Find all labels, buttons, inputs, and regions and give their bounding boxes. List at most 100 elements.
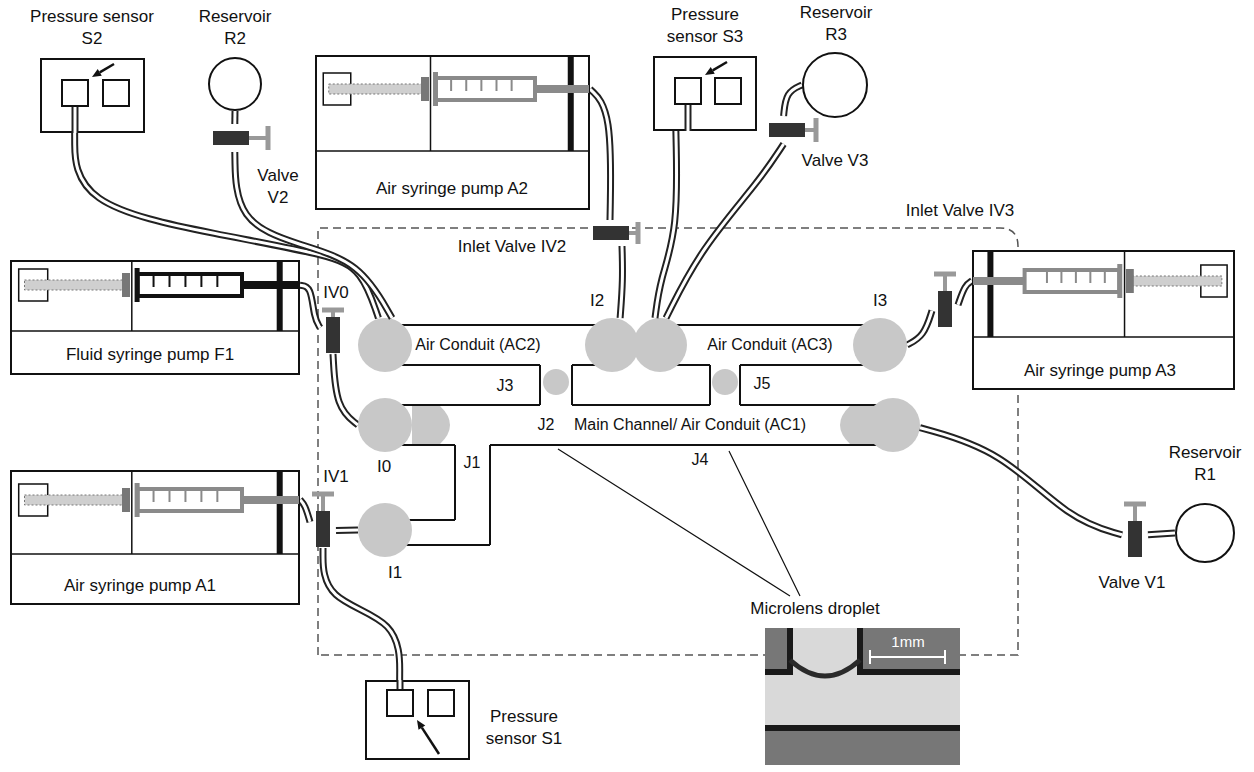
node-shape <box>1175 503 1235 563</box>
tube-connector <box>336 530 358 532</box>
barrel-tick <box>200 276 202 287</box>
barrel-tick <box>465 80 467 91</box>
syringe <box>323 55 589 151</box>
syringe-barrel <box>436 78 535 100</box>
plunger-head <box>1126 269 1134 293</box>
tube-wall <box>1148 533 1175 535</box>
node-label: Air syringe pump A2 <box>376 178 528 200</box>
syringe-pump: Fluid syringe pump F1 <box>10 260 300 375</box>
pump-divider <box>131 260 133 331</box>
pump-bar <box>277 260 283 331</box>
port-disc <box>358 398 412 452</box>
port-disc <box>585 318 639 372</box>
valve-handle <box>1124 502 1146 507</box>
tube-connector <box>907 311 932 345</box>
barrel-tick <box>480 80 482 91</box>
micrograph-channel <box>765 628 960 728</box>
tube-wall <box>300 500 310 522</box>
tube-stub <box>72 106 79 133</box>
plunger-rod <box>1130 276 1222 286</box>
node-label: Fluid syringe pump F1 <box>66 344 234 366</box>
tube-bore <box>1148 533 1175 535</box>
tube-wall <box>958 281 972 305</box>
syringe-barrel <box>138 489 242 511</box>
valve-body <box>213 131 249 145</box>
tube-connector <box>590 89 611 220</box>
barrel-tick <box>1075 272 1077 283</box>
valve-handle <box>312 492 334 497</box>
arrow-shaft <box>713 62 727 70</box>
tube-stub-bore <box>687 104 690 131</box>
node-label: Air syringe pump A1 <box>64 575 216 597</box>
tube-stub-bore <box>399 680 402 690</box>
node-shape <box>310 490 336 548</box>
barrel-flange <box>433 72 438 106</box>
tube-bore <box>958 281 972 305</box>
tube-connector <box>655 131 677 318</box>
barrel-tick <box>496 80 498 91</box>
node-label: Inlet Valve IV2 <box>458 236 566 258</box>
pump-divider <box>131 470 133 554</box>
syringe-tip <box>973 277 1025 285</box>
valve-handle <box>814 118 819 142</box>
valve: Inlet Valve IV2 <box>592 220 642 246</box>
tube-wall <box>336 527 358 535</box>
tube-bore <box>300 500 310 522</box>
tube-wall <box>620 246 622 318</box>
syringe <box>19 260 299 331</box>
outlet-port <box>358 318 412 372</box>
node-shape <box>1122 500 1148 558</box>
tube-connector <box>333 354 358 425</box>
plunger-head <box>122 488 130 512</box>
node-label: IV0 <box>323 282 349 304</box>
plunger-rod <box>25 280 127 290</box>
valve: IV1 <box>310 490 336 548</box>
tube-connector <box>300 500 310 522</box>
valve-body <box>938 291 952 327</box>
pressure-sensor: Pressure sensor S2 <box>40 58 145 133</box>
reservoir-body <box>1176 504 1234 562</box>
inlet-port: I3 <box>853 318 907 372</box>
valve-body <box>593 226 629 240</box>
tube-stub <box>397 680 404 690</box>
reservoir: Reservoir R1 <box>1175 503 1235 563</box>
microlens-droplet <box>712 369 738 395</box>
syringe <box>19 470 299 554</box>
barrel-tick <box>169 276 171 287</box>
valve-body <box>769 123 805 137</box>
reservoir: Reservoir R3 <box>802 52 868 118</box>
tube-bore <box>666 144 784 318</box>
pump-panel-line <box>315 150 590 152</box>
sensor-port <box>387 690 413 716</box>
tube-bore <box>655 131 677 318</box>
tube-stub <box>685 104 692 131</box>
barrel-flange <box>1117 264 1122 298</box>
syringe <box>973 250 1227 337</box>
tube-wall <box>666 144 784 318</box>
node-shape <box>358 398 412 452</box>
junction-label: J5 <box>754 374 771 394</box>
sensor-port <box>103 80 129 106</box>
node-label: Air Conduit (AC3) <box>707 335 832 356</box>
node-shape <box>768 116 820 144</box>
valve-stem <box>249 136 268 140</box>
reservoir-body <box>209 58 261 110</box>
tube-wall <box>333 354 358 425</box>
syringe-tip <box>535 85 589 93</box>
valve: Valve V3 <box>768 116 820 144</box>
tube-bore <box>300 285 320 327</box>
tube-bore <box>333 354 358 425</box>
barrel-tick <box>169 491 171 502</box>
micrograph <box>765 628 960 765</box>
tube-connector <box>234 111 235 124</box>
valve-body <box>316 511 330 547</box>
pressure-sensor: Pressure sensor S1 <box>365 680 470 760</box>
pump-bar <box>987 250 993 337</box>
sensor-housing <box>366 681 469 759</box>
tube-connector <box>666 144 784 318</box>
node-label: IV1 <box>323 466 349 488</box>
tube-wall <box>907 311 932 345</box>
arrow-shaft <box>422 728 439 754</box>
tube-connector <box>784 85 802 116</box>
node-label: I3 <box>873 290 887 312</box>
